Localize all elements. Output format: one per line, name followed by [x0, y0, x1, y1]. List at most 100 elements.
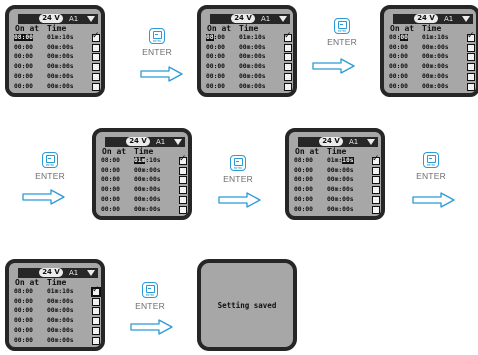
- column-header-time: Time: [327, 147, 347, 156]
- duration-value: 00m:00s: [47, 336, 74, 344]
- hour-field: 08:: [389, 34, 401, 41]
- on-at-cell: 08:00: [14, 288, 33, 296]
- enter-label: ENTER: [223, 174, 253, 184]
- duration-cell: 00m:00s: [47, 298, 74, 306]
- enter-button-caption: ENTER: [145, 294, 155, 297]
- on-at-cell: 08:00: [206, 34, 225, 42]
- on-at-cell: 00:00: [389, 83, 408, 91]
- duration-value: 00m:00s: [327, 186, 354, 194]
- saved-message: Setting saved: [217, 301, 277, 310]
- on-at-cell: 00:00: [14, 327, 33, 335]
- checkbox: [372, 195, 380, 204]
- duration-value: 00m:00s: [47, 72, 74, 80]
- duration-value: 00m:00s: [422, 53, 449, 61]
- column-header-on-at: On at: [207, 24, 232, 33]
- on-at-cell: 00:00: [206, 53, 225, 61]
- checkbox: [284, 53, 292, 62]
- duration-cell: 00m:00s: [239, 63, 266, 71]
- duration-cell: 00m:00s: [327, 167, 354, 175]
- right-arrow-icon: [218, 192, 261, 208]
- return-icon: [427, 155, 436, 163]
- checkbox: [92, 307, 100, 316]
- schedule-row: 00:00 00m:00s: [206, 82, 292, 91]
- enter-button-icon: ENTER: [149, 28, 165, 44]
- on-at-cell: 00:00: [14, 53, 33, 61]
- on-at-cell: 00:00: [14, 317, 33, 325]
- on-time-value: 00:00: [14, 53, 33, 61]
- on-time-value: 00:00: [101, 195, 120, 203]
- checkbox: [284, 43, 292, 52]
- on-time-value: 00:00: [14, 72, 33, 80]
- duration-cell: 00m:00s: [239, 44, 266, 52]
- column-header-on-at: On at: [15, 24, 40, 33]
- on-at-cell: 00:00: [206, 83, 225, 91]
- checkbox: [179, 166, 187, 175]
- checkbox: [179, 195, 187, 204]
- duration-cell: 01m:10s: [422, 34, 449, 42]
- on-time-value: 00:00: [14, 326, 33, 334]
- on-at-cell: 00:00: [389, 63, 408, 71]
- on-at-cell: 00:00: [389, 53, 408, 61]
- on-time-value: 00:00: [14, 297, 33, 305]
- enter-button-icon: ENTER: [334, 18, 350, 34]
- duration-cell: 00m:00s: [47, 44, 74, 52]
- channel-label: A1: [444, 15, 454, 23]
- enter-button-caption: ENTER: [233, 167, 243, 170]
- hour-field-highlighted: 08: [206, 34, 214, 41]
- duration-value: 00m:00s: [239, 43, 266, 51]
- column-header-time: Time: [47, 24, 67, 33]
- checkbox-checked: [284, 31, 292, 42]
- duration-value: 00m:00s: [239, 63, 266, 71]
- on-at-cell: 08:00: [294, 157, 313, 165]
- return-icon: [234, 158, 243, 166]
- duration-cell: 00m:00s: [134, 196, 161, 204]
- seconds-field-highlighted: 10s: [342, 157, 354, 164]
- on-at-cell: 00:00: [389, 44, 408, 52]
- dropdown-triangle-icon: [462, 16, 470, 22]
- duration-cell: 00m:00s: [134, 167, 161, 175]
- schedule-row: 00:00 00m:00s: [14, 63, 100, 72]
- on-at-cell: 08:00: [14, 34, 33, 42]
- duration-value: 00m:00s: [327, 195, 354, 203]
- duration-cell: 00m:00s: [47, 327, 74, 335]
- on-time-value: 00:00: [14, 63, 33, 71]
- channel-label: A1: [261, 15, 271, 23]
- enter-button-caption: ENTER: [337, 30, 347, 33]
- checkbox: [467, 82, 475, 91]
- channel-label: A1: [69, 269, 79, 277]
- column-header-time: Time: [134, 147, 154, 156]
- duration-value: 00m:00s: [134, 186, 161, 194]
- enter-button-caption: ENTER: [45, 164, 55, 167]
- schedule-row: 00:00 00m:00s: [101, 195, 187, 204]
- checkbox-checked: [91, 285, 101, 297]
- on-time-value: 00:00: [389, 43, 408, 51]
- duration-cell: 00m:00s: [422, 73, 449, 81]
- duration-value: 00m:00s: [134, 176, 161, 184]
- duration-value: 00m:00s: [47, 63, 74, 71]
- duration-value: 00m:00s: [47, 43, 74, 51]
- column-header-on-at: On at: [102, 147, 127, 156]
- on-time-value: 00:00: [206, 82, 225, 90]
- duration-cell: 00m:00s: [422, 44, 449, 52]
- duration-cell: 00m:00s: [47, 73, 74, 81]
- duration-cell: 00m:00s: [47, 317, 74, 325]
- duration-cell: 01m:10s: [327, 157, 354, 165]
- schedule-row: 00:00 00m:00s: [14, 326, 100, 335]
- duration-value: 00m:00s: [239, 82, 266, 90]
- on-at-cell: 00:00: [101, 186, 120, 194]
- return-icon: [338, 21, 347, 29]
- enter-label: ENTER: [135, 301, 165, 311]
- dropdown-triangle-icon: [279, 16, 287, 22]
- voltage-badge: 24 V: [414, 14, 438, 23]
- on-at-cell: 00:00: [294, 186, 313, 194]
